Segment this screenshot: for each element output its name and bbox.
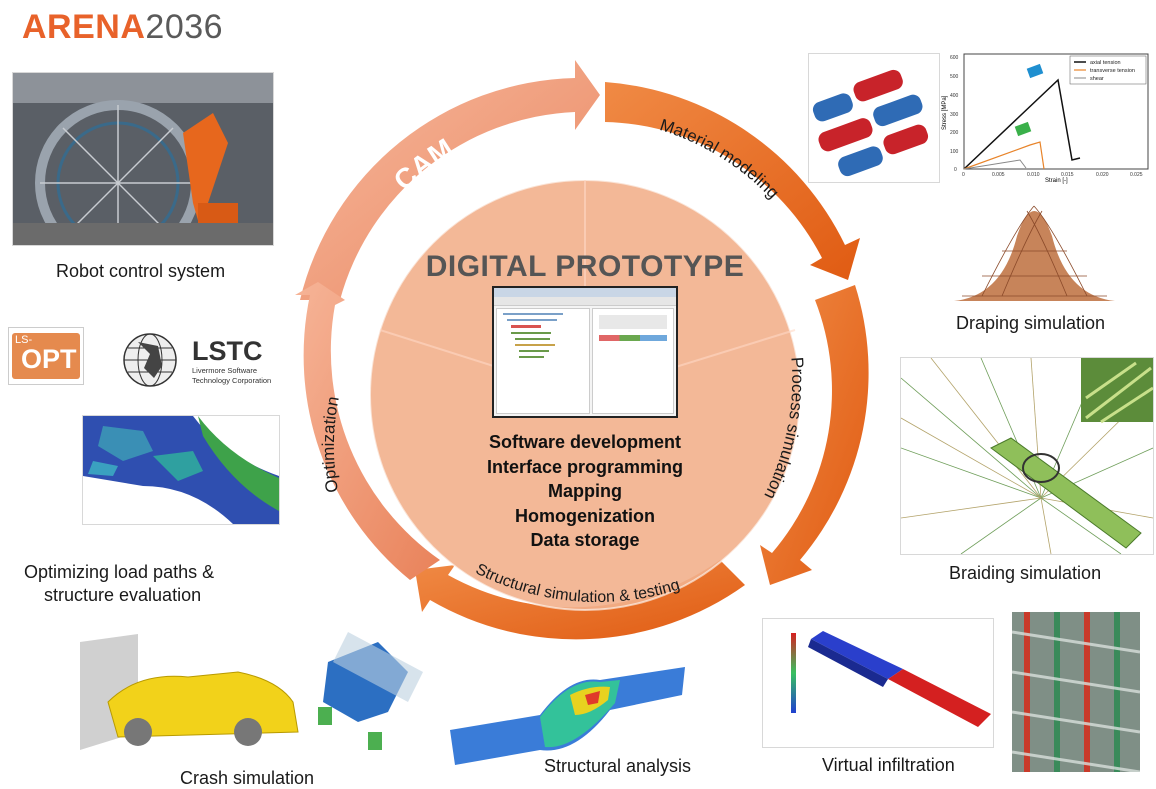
- svg-text:500: 500: [950, 74, 959, 80]
- svg-text:Stress [MPa]: Stress [MPa]: [942, 95, 948, 130]
- infiltration-textile-image: [1011, 612, 1141, 774]
- center-task-list: Software development Interface programmi…: [440, 430, 730, 553]
- svg-text:Strain [-]: Strain [-]: [1045, 178, 1068, 184]
- svg-text:axial tension: axial tension: [1090, 60, 1121, 66]
- cycle-segment-process: [760, 285, 869, 585]
- svg-text:0.020: 0.020: [1096, 172, 1109, 178]
- svg-text:0: 0: [962, 172, 965, 178]
- svg-text:shear: shear: [1090, 76, 1104, 82]
- lstc-logo: LSTC Livermore Software Technology Corpo…: [110, 332, 280, 388]
- cycle-label-optimization: Optimization: [319, 395, 343, 494]
- task-item: Interface programming: [486, 456, 684, 477]
- svg-text:0.025: 0.025: [1130, 172, 1143, 178]
- digital-prototype-title: DIGITAL PROTOTYPE: [425, 250, 745, 283]
- svg-text:400: 400: [950, 93, 959, 99]
- infiltration-image: [762, 618, 994, 748]
- caption-draping: Draping simulation: [956, 313, 1106, 333]
- caption-structural-analysis: Structural analysis: [544, 756, 692, 776]
- cycle-segment-structural: [415, 560, 745, 640]
- svg-text:Optimization: Optimization: [319, 395, 343, 494]
- svg-text:300: 300: [950, 112, 959, 118]
- optimization-mesh-image: [82, 415, 280, 525]
- task-item: Mapping: [548, 481, 622, 501]
- software-screenshot: [492, 286, 678, 418]
- svg-text:0: 0: [954, 167, 957, 173]
- robot-photo: [12, 72, 274, 246]
- svg-text:0.010: 0.010: [1027, 172, 1040, 178]
- caption-robot: Robot control system: [56, 261, 226, 281]
- material-fiber-image: [808, 53, 940, 183]
- draping-image: [952, 196, 1117, 304]
- svg-text:0.015: 0.015: [1061, 172, 1074, 178]
- stress-strain-chart: Stress [MPa] Strain [-] 0 100 200 300 40…: [940, 50, 1152, 185]
- caption-crash: Crash simulation: [180, 768, 315, 788]
- svg-text:200: 200: [950, 130, 959, 136]
- crash-simulation-image: [78, 632, 438, 760]
- braiding-image: [900, 357, 1154, 555]
- svg-text:0.005: 0.005: [992, 172, 1005, 178]
- task-item: Data storage: [530, 530, 640, 550]
- svg-text:100: 100: [950, 149, 959, 155]
- task-item: Homogenization: [515, 505, 655, 526]
- cycle-segment-cam: [300, 60, 600, 300]
- ls-opt-logo: LS- OPT: [8, 327, 84, 385]
- cycle-segment-material: [605, 82, 860, 280]
- caption-optimizing-2: structure evaluation: [44, 585, 202, 605]
- svg-text:transverse tension: transverse tension: [1090, 68, 1135, 74]
- caption-infiltration: Virtual infiltration: [822, 755, 955, 775]
- caption-optimizing-1: Optimizing load paths &: [24, 562, 215, 582]
- svg-text:600: 600: [950, 55, 959, 61]
- task-item: Software development: [488, 432, 682, 452]
- structural-analysis-image: [450, 655, 690, 767]
- cycle-segment-optimization: [295, 282, 440, 580]
- caption-braiding: Braiding simulation: [949, 563, 1102, 583]
- arena2036-logo: ARENA2036: [22, 8, 224, 46]
